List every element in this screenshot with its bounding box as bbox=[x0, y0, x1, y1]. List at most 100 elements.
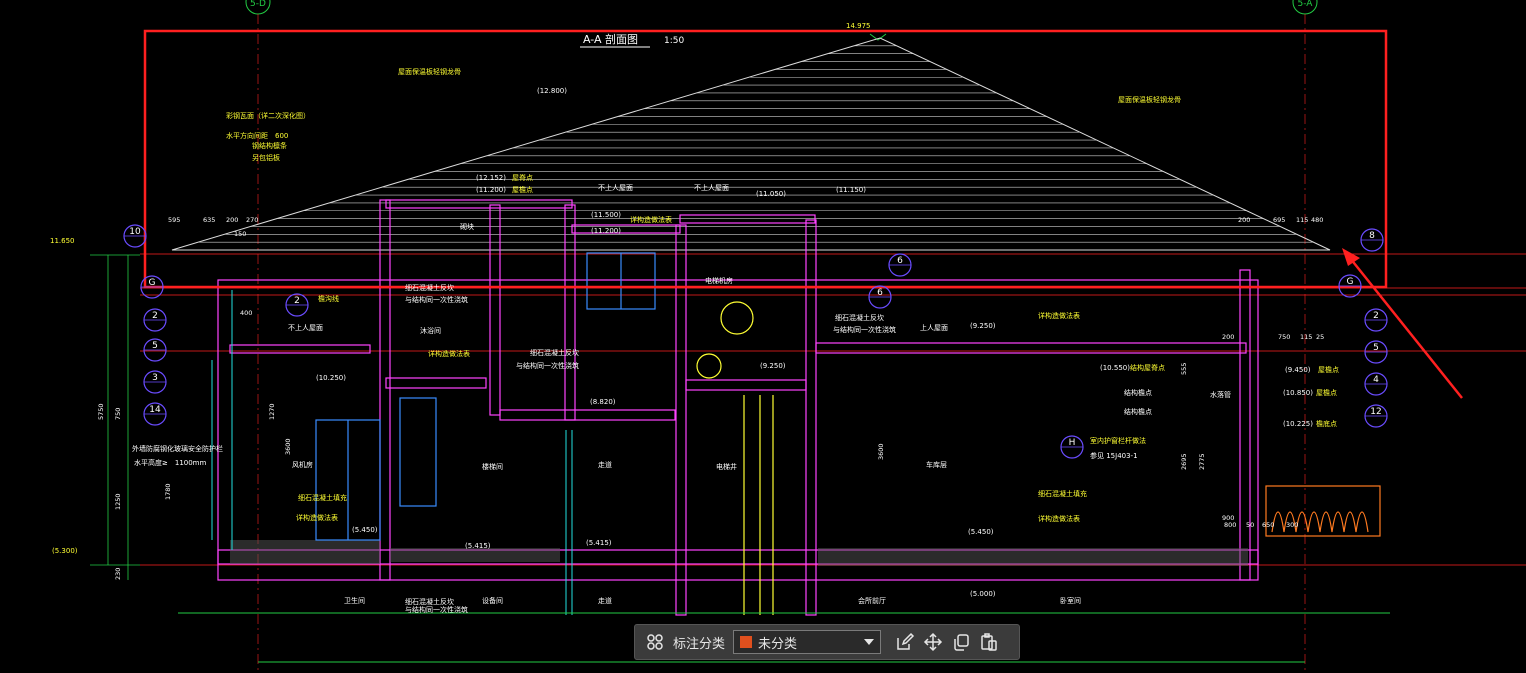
edit-button[interactable] bbox=[891, 628, 919, 656]
callout-label-left-5: 2 bbox=[294, 296, 300, 306]
ridge-label-1: 屋脊点 bbox=[512, 173, 533, 182]
callout-label-right-5: 12 bbox=[1370, 407, 1381, 417]
drain-label: 水落管 bbox=[1210, 390, 1231, 399]
dim-right-12: 2695 bbox=[1180, 453, 1188, 470]
cyan-details bbox=[211, 290, 573, 615]
selection-highlight-box[interactable] bbox=[143, 29, 1388, 289]
waterproof-label-4: 详构造做法表 bbox=[296, 513, 338, 522]
paste-icon bbox=[981, 633, 997, 651]
room-corridor: 走道 bbox=[598, 596, 612, 605]
callout-label-left-4: 14 bbox=[149, 405, 161, 415]
category-color-swatch bbox=[740, 636, 753, 648]
skylight-label: 檐沟线 bbox=[318, 294, 339, 303]
floor-slabs bbox=[230, 540, 1248, 566]
callout-label-right-0: 8 bbox=[1369, 231, 1375, 241]
elev-19: (10.850) bbox=[1283, 389, 1313, 397]
paste-button[interactable] bbox=[975, 628, 1003, 656]
axis-marker-right: 5-A bbox=[1292, 0, 1318, 15]
building-walls bbox=[217, 199, 1259, 616]
roof-label-4: 不上人屋面 bbox=[288, 323, 323, 332]
elev-11: (10.250) bbox=[316, 374, 346, 382]
annotation-toolbar: 标注分类 未分类 bbox=[634, 624, 1020, 660]
dim-right-2: 695 bbox=[1273, 216, 1285, 224]
roof-label-2: 不上人屋面 bbox=[694, 183, 729, 192]
edit-icon bbox=[897, 632, 915, 650]
concrete-label-1: 细石混凝土反坎 bbox=[405, 283, 454, 292]
concrete-label-5: 细石混凝土填充 bbox=[1038, 489, 1087, 498]
svg-text:5-A: 5-A bbox=[1298, 0, 1314, 9]
roof-label-3: 上人屋面 bbox=[920, 323, 948, 332]
dim-right-10: 3600 bbox=[877, 443, 885, 460]
drawing-title: A-A 剖面图 bbox=[583, 32, 638, 46]
waterproof-label-2: 详构造做法表 bbox=[428, 349, 470, 358]
elev-14: (5.415) bbox=[586, 539, 612, 547]
svg-text:5-D: 5-D bbox=[250, 0, 266, 9]
elev-12: (5.450) bbox=[352, 526, 378, 534]
peak-label-2: 屋檐点 bbox=[1318, 365, 1339, 374]
category-select[interactable]: 未分类 bbox=[733, 630, 882, 654]
cast-label-2: 与结构同一次性浇筑 bbox=[516, 361, 579, 370]
roof-note-purlin: 钢结构檩条 bbox=[252, 141, 287, 150]
dim-right-16: 650 bbox=[1262, 521, 1274, 529]
callout-label-right-4: 4 bbox=[1373, 375, 1379, 385]
roof-note-left-top: 屋面保温板轻钢龙骨 bbox=[398, 67, 461, 76]
axis-marker-left: 5-D bbox=[245, 0, 271, 15]
dim-right-8: 200 bbox=[1222, 333, 1234, 341]
callout-label-right-1: G bbox=[1347, 277, 1354, 287]
cast-label-1: 与结构同一次性浇筑 bbox=[405, 295, 468, 304]
annotation-arrow-head bbox=[1342, 248, 1360, 266]
dim-left-7: 400 bbox=[240, 309, 252, 317]
concrete-label-2: 细石混凝土反坎 bbox=[530, 348, 579, 357]
room-garage: 车库层 bbox=[926, 460, 947, 469]
category-label: 标注分类 bbox=[673, 636, 726, 652]
concrete-label-3: 细石混凝土反坎 bbox=[835, 313, 884, 322]
roof-note-right-top: 屋面保温板轻钢龙骨 bbox=[1118, 95, 1181, 104]
dimension-numbers-right: 200 695 115 480 750 115 25 200 555 3600 … bbox=[877, 216, 1324, 529]
room-equipment: 设备间 bbox=[482, 596, 503, 605]
dim-left-1: 595 bbox=[168, 216, 180, 224]
elev-18: (9.450) bbox=[1285, 366, 1311, 374]
callout-label-right-6: 6 bbox=[897, 256, 903, 266]
concrete-label-6: 细石混凝土反坎 bbox=[405, 597, 454, 606]
concrete-label-4: 细石混凝土填充 bbox=[298, 493, 347, 502]
eave-label: 屋檐点 bbox=[512, 185, 533, 194]
elev-7: (11.150) bbox=[836, 186, 866, 194]
rail-note: 室内护窗栏杆做法 bbox=[1090, 436, 1146, 445]
callout-label-right-7: H bbox=[1069, 438, 1076, 448]
dim-right-13: 900 bbox=[1222, 514, 1234, 522]
dim-right-11: 2775 bbox=[1198, 453, 1206, 470]
dim-left-4: 270 bbox=[246, 216, 258, 224]
annotation-labels: 屋面保温板轻钢龙骨 屋面保温板轻钢龙骨 彩钢瓦面（详二次深化图） 水平方向间距 … bbox=[132, 67, 1339, 614]
dim-left-3: 200 bbox=[226, 216, 238, 224]
room-stair: 楼梯间 bbox=[482, 462, 503, 471]
elev-4: (11.500) bbox=[591, 211, 621, 219]
struct-label-2: 结构檐点 bbox=[1124, 388, 1152, 397]
waterproof-label-3: 详构造做法表 bbox=[1038, 311, 1080, 320]
move-button[interactable] bbox=[919, 628, 947, 656]
callout-label-right-8: G bbox=[149, 278, 156, 288]
dim-left-vertical-3: 3600 bbox=[284, 438, 292, 455]
dim-left-vertical-6: 1780 bbox=[164, 483, 172, 500]
rail-ref: 参见 15J403-1 bbox=[1090, 451, 1138, 460]
room-utility: 风机房 bbox=[292, 460, 313, 469]
dim-right-14: 800 bbox=[1224, 521, 1236, 529]
dim-left-vertical-1: 750 bbox=[114, 408, 122, 420]
dim-left-vertical-5: 230 bbox=[114, 568, 122, 580]
room-restroom: 卧室间 bbox=[1060, 596, 1081, 605]
dim-right-9: 555 bbox=[1180, 363, 1188, 375]
roof-note-pack: 另包铝板 bbox=[252, 153, 280, 162]
copy-button[interactable] bbox=[947, 628, 975, 656]
grid-button[interactable] bbox=[641, 628, 669, 656]
cast-label-3: 与结构同一次性浇筑 bbox=[833, 325, 896, 334]
room-toilet: 卫生间 bbox=[344, 596, 365, 605]
drawing-scale: 1:50 bbox=[664, 36, 684, 46]
dim-left-vertical-2: 1270 bbox=[268, 403, 276, 420]
peak-label-3: 屋檐点 bbox=[1316, 388, 1337, 397]
room-walkway: 走道 bbox=[598, 460, 612, 469]
dim-left-5: 150 bbox=[234, 230, 246, 238]
room-lift-machine: 电梯机房 bbox=[705, 276, 733, 285]
callout-label-right-2: 2 bbox=[1373, 311, 1379, 321]
dim-right-1: 200 bbox=[1238, 216, 1250, 224]
room-activity: 会所前厅 bbox=[858, 596, 886, 605]
